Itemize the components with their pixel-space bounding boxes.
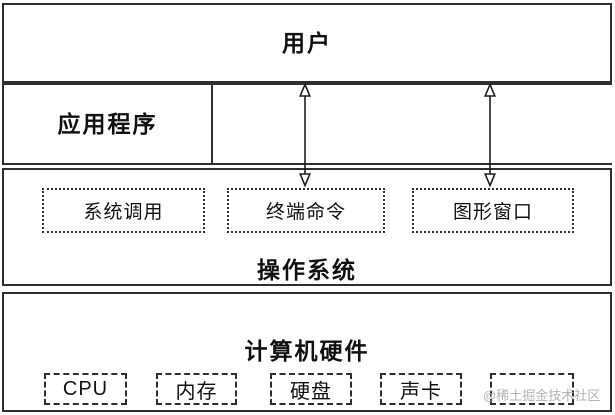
os-label: 操作系统 — [257, 257, 357, 283]
user-layer: 用户 — [2, 3, 612, 83]
disk-box: 硬盘 — [270, 373, 352, 405]
system-call-label: 系统调用 — [83, 202, 164, 223]
os-layer: 系统调用 终端命令 图形窗口 操作系统 — [2, 168, 612, 286]
os-label-wrap: 操作系统 — [4, 258, 610, 282]
terminal-command-label: 终端命令 — [265, 202, 346, 223]
user-label: 用户 — [282, 30, 332, 56]
memory-label: 内存 — [175, 380, 218, 403]
cpu-label: CPU — [62, 377, 109, 400]
disk-label: 硬盘 — [290, 380, 332, 403]
memory-box: 内存 — [156, 373, 237, 405]
graphic-window-label: 图形窗口 — [452, 202, 533, 223]
hardware-label-wrap: 计算机硬件 — [4, 338, 610, 364]
cpu-box: CPU — [44, 373, 127, 405]
terminal-command-box: 终端命令 — [227, 188, 385, 233]
system-call-box: 系统调用 — [42, 188, 205, 233]
hardware-label: 计算机硬件 — [244, 338, 370, 364]
hardware-layer: 计算机硬件 CPU 内存 硬盘 声卡 — [2, 292, 612, 412]
watermark: @稀土掘金技术社区 — [483, 388, 601, 403]
soundcard-box: 声卡 — [380, 373, 462, 405]
application-box: 应用程序 — [2, 83, 213, 165]
application-label: 应用程序 — [57, 111, 158, 137]
extra-hardware-box — [490, 373, 574, 405]
application-row-right-cell — [213, 83, 612, 165]
user-terminal-double-arrow-icon — [298, 83, 312, 187]
graphic-window-box: 图形窗口 — [412, 188, 574, 233]
user-graphic-double-arrow-icon — [483, 83, 497, 187]
soundcard-label: 声卡 — [400, 380, 442, 403]
